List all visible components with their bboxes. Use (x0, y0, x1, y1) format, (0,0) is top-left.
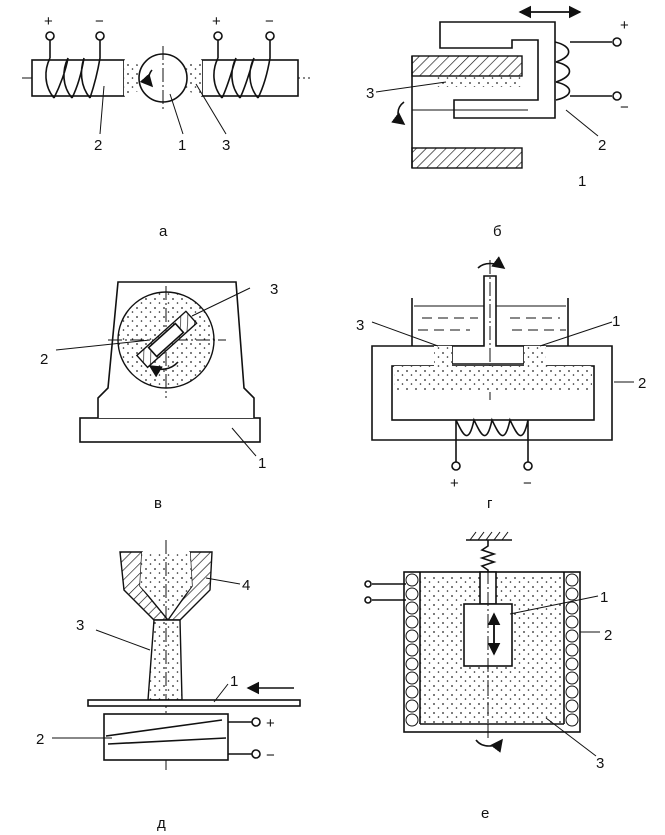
label-plus-left: + (44, 13, 53, 30)
label-plus: + (266, 715, 275, 732)
label-plus-right: + (212, 13, 221, 30)
label-1: 1 (178, 137, 186, 154)
caption-a: а (159, 223, 168, 240)
figure-d: 3 1 2 + − г (356, 256, 646, 512)
label-2: 2 (604, 627, 612, 644)
label-plus: + (620, 17, 629, 34)
label-minus-left: − (95, 13, 104, 30)
figure-b: 3 + − 2 1 б (366, 5, 629, 240)
label-2: 2 (638, 375, 646, 392)
label-3: 3 (596, 755, 604, 772)
label-1: 1 (230, 673, 238, 690)
label-2: 2 (94, 137, 102, 154)
figure-a: + − + − 2 1 3 а (22, 13, 310, 240)
label-minus: − (266, 747, 275, 764)
figure-f: 1 2 3 е (364, 531, 612, 822)
label-3: 3 (76, 617, 84, 634)
label-1: 1 (578, 173, 586, 190)
label-minus-right: − (265, 13, 274, 30)
label-2: 2 (40, 351, 48, 368)
caption-c: в (154, 495, 162, 512)
label-3: 3 (270, 281, 278, 298)
label-2: 2 (598, 137, 606, 154)
label-1: 1 (612, 313, 620, 330)
label-2: 2 (36, 731, 44, 748)
caption-d: г (487, 495, 493, 512)
figure-c: 3 2 1 в (40, 281, 278, 512)
figure-e: 4 3 1 2 + − д (36, 540, 301, 832)
label-3: 3 (356, 317, 364, 334)
label-3: 3 (222, 137, 230, 154)
label-plus: + (450, 475, 459, 492)
label-1: 1 (600, 589, 608, 606)
label-minus: − (523, 475, 532, 492)
label-3: 3 (366, 85, 374, 102)
caption-e: д (157, 815, 166, 832)
label-minus: − (620, 99, 629, 116)
label-1: 1 (258, 455, 266, 472)
caption-b: б (493, 223, 502, 240)
caption-f: е (481, 805, 489, 822)
label-4: 4 (242, 577, 250, 594)
